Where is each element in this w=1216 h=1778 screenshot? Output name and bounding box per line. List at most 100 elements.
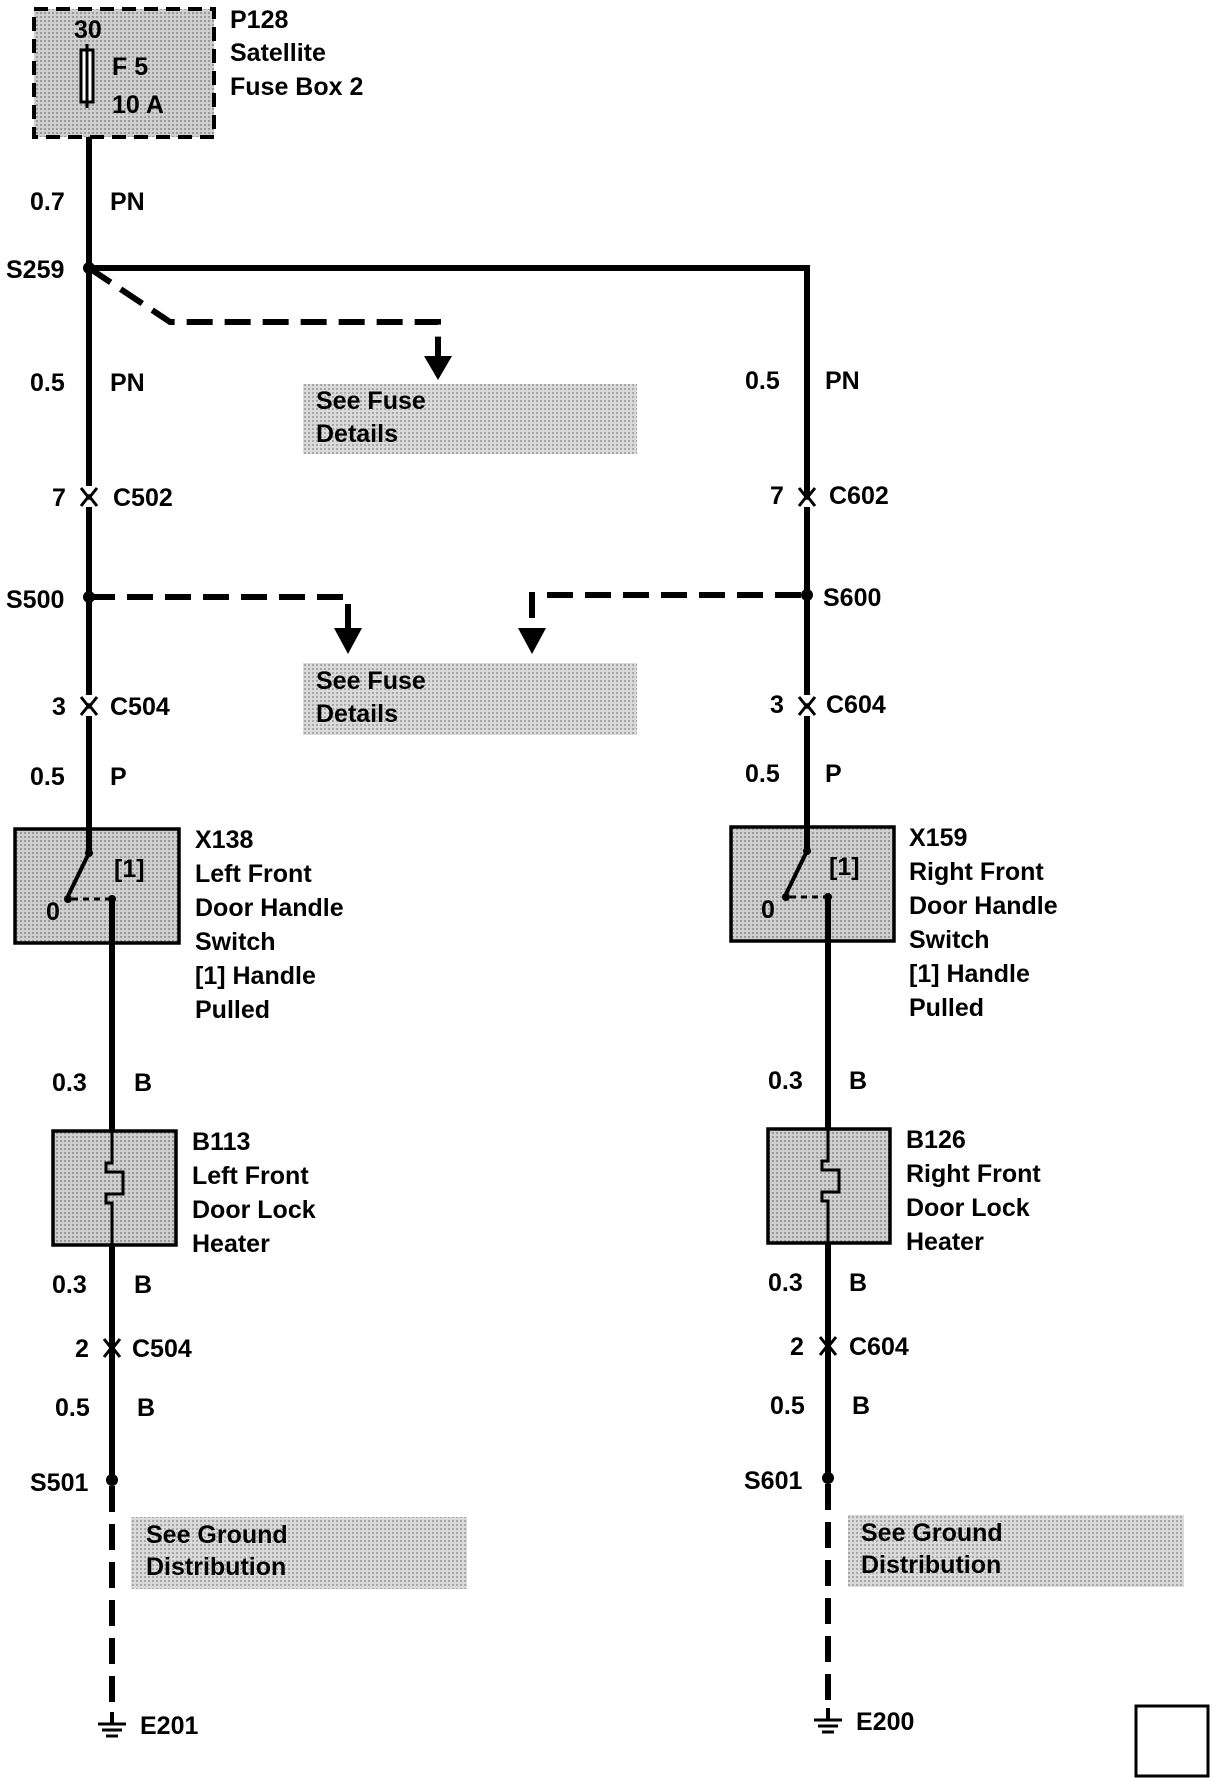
fuse-details-link-left xyxy=(89,594,351,632)
switch-x159-position: [1] xyxy=(829,853,860,881)
fuse-box-id: P128 xyxy=(230,6,288,34)
fuse-pin-label: 30 xyxy=(74,16,102,44)
connector-c602-id: C602 xyxy=(829,482,889,510)
heater-b126-line1: Right Front xyxy=(906,1160,1041,1188)
ground-e200-label: E200 xyxy=(856,1708,914,1736)
switch-x159-line2: Door Handle xyxy=(909,892,1058,920)
corner-box xyxy=(1134,1704,1210,1778)
ground-note-right-line1: See Ground xyxy=(861,1519,1003,1547)
heater-b113 xyxy=(51,1129,178,1247)
connector-c604-top-pin: 3 xyxy=(770,691,784,719)
connector-c604-bottom-pin: 2 xyxy=(790,1333,804,1361)
connector-c504-bottom-id: C504 xyxy=(132,1335,192,1363)
fuse-box-outline xyxy=(32,7,216,139)
left-heater-in-size: 0.3 xyxy=(52,1069,87,1097)
fuse-number-label: F 5 xyxy=(112,53,148,81)
ground-note-right-line2: Distribution xyxy=(861,1551,1001,1579)
splice-s601-label: S601 xyxy=(744,1467,802,1495)
arrow-down-icon xyxy=(518,628,546,654)
switch-x138-id: X138 xyxy=(195,826,253,854)
switch-x138-line3: Switch xyxy=(195,928,276,956)
arrow-down-icon xyxy=(424,356,452,380)
switch-x159-line4: [1] Handle xyxy=(909,960,1030,988)
switch-x138: 0 [1] xyxy=(13,827,181,945)
fuse-box-name-line2: Fuse Box 2 xyxy=(230,73,363,101)
right-top-wire-size: 0.5 xyxy=(745,367,780,395)
connector-c604-top-id: C604 xyxy=(826,691,886,719)
connector-c602 xyxy=(797,487,817,507)
left-heater-out-size: 0.3 xyxy=(52,1271,87,1299)
ground-note-left xyxy=(131,1517,467,1589)
fuse-box-p128: 30 F 5 10 A P128 Satellite Fuse Box 2 xyxy=(32,6,363,139)
heater-b113-box xyxy=(51,1129,178,1247)
switch-x138-position: [1] xyxy=(114,855,145,883)
switch-x159-id: X159 xyxy=(909,824,967,852)
fuse-details-note-mid xyxy=(303,663,637,735)
left-heater-in-color: B xyxy=(134,1069,152,1097)
connector-c502-id: C502 xyxy=(113,484,173,512)
left-top-wire-size: 0.5 xyxy=(30,369,65,397)
left-switch-in-size: 0.5 xyxy=(30,763,65,791)
fuse-details-link-right xyxy=(529,592,801,632)
ground-note-left-line1: See Ground xyxy=(146,1521,288,1549)
heater-b126 xyxy=(766,1127,892,1245)
switch-x159: 0 [1] xyxy=(729,825,896,943)
ground-e201-label: E201 xyxy=(140,1712,198,1740)
feed-wire-size: 0.7 xyxy=(30,188,65,216)
ground-icon xyxy=(98,1712,126,1738)
heater-b113-line1: Left Front xyxy=(192,1162,309,1190)
heater-b113-line3: Heater xyxy=(192,1230,270,1258)
connector-c504-top-id: C504 xyxy=(110,693,170,721)
switch-x138-line1: Left Front xyxy=(195,860,312,888)
ground-note-right xyxy=(848,1515,1184,1587)
right-switch-in-size: 0.5 xyxy=(745,760,780,788)
connector-c504-top-pin: 3 xyxy=(52,693,66,721)
connector-c502-pin: 7 xyxy=(52,484,66,512)
ground-note-left-line2: Distribution xyxy=(146,1553,286,1581)
switch-x159-line5: Pulled xyxy=(909,994,984,1022)
splice-s600 xyxy=(801,589,813,601)
switch-x159-line1: Right Front xyxy=(909,858,1044,886)
splice-s601 xyxy=(822,1472,834,1484)
heater-b113-line2: Door Lock xyxy=(192,1196,316,1224)
connector-c504-bottom xyxy=(102,1338,122,1358)
switch-x159-box xyxy=(729,825,896,943)
fuse-details-top-line2: Details xyxy=(316,420,398,448)
switch-x138-line5: Pulled xyxy=(195,996,270,1024)
right-switch-in-color: P xyxy=(825,760,842,788)
connector-c504-bottom-pin: 2 xyxy=(75,1335,89,1363)
connector-c502 xyxy=(79,487,99,507)
switch-x138-zero: 0 xyxy=(46,898,60,926)
splice-s501 xyxy=(106,1474,118,1486)
left-switch-in-color: P xyxy=(110,763,127,791)
fuse-rating-label: 10 A xyxy=(112,91,164,119)
right-top-wire-color: PN xyxy=(825,367,860,395)
switch-x138-line2: Door Handle xyxy=(195,894,344,922)
fuse-details-mid-line1: See Fuse xyxy=(316,667,426,695)
heater-b113-id: B113 xyxy=(192,1128,250,1156)
left-ground-wire-size: 0.5 xyxy=(55,1394,90,1422)
heater-b126-id: B126 xyxy=(906,1126,966,1154)
feed-wire-color: PN xyxy=(110,188,145,216)
right-branch-wire xyxy=(89,265,810,496)
splice-s600-label: S600 xyxy=(823,584,881,612)
connector-c602-pin: 7 xyxy=(770,482,784,510)
connector-c604-bottom-id: C604 xyxy=(849,1333,909,1361)
fuse-box-name-line1: Satellite xyxy=(230,39,326,67)
right-heater-in-size: 0.3 xyxy=(768,1067,803,1095)
right-heater-out-color: B xyxy=(849,1269,867,1297)
fuse-details-note-top xyxy=(303,384,637,454)
heater-b126-line3: Heater xyxy=(906,1228,984,1256)
switch-x138-box xyxy=(13,827,181,945)
fuse-details-top-line1: See Fuse xyxy=(316,387,426,415)
connector-c504-top xyxy=(79,696,99,716)
heater-b126-line2: Door Lock xyxy=(906,1194,1030,1222)
fuse-details-link-top xyxy=(87,265,441,362)
left-heater-out-color: B xyxy=(134,1271,152,1299)
left-top-wire-color: PN xyxy=(110,369,145,397)
fuse-details-mid-line2: Details xyxy=(316,700,398,728)
right-heater-in-color: B xyxy=(849,1067,867,1095)
right-ground-wire-size: 0.5 xyxy=(770,1392,805,1420)
splice-s501-label: S501 xyxy=(30,1469,88,1497)
